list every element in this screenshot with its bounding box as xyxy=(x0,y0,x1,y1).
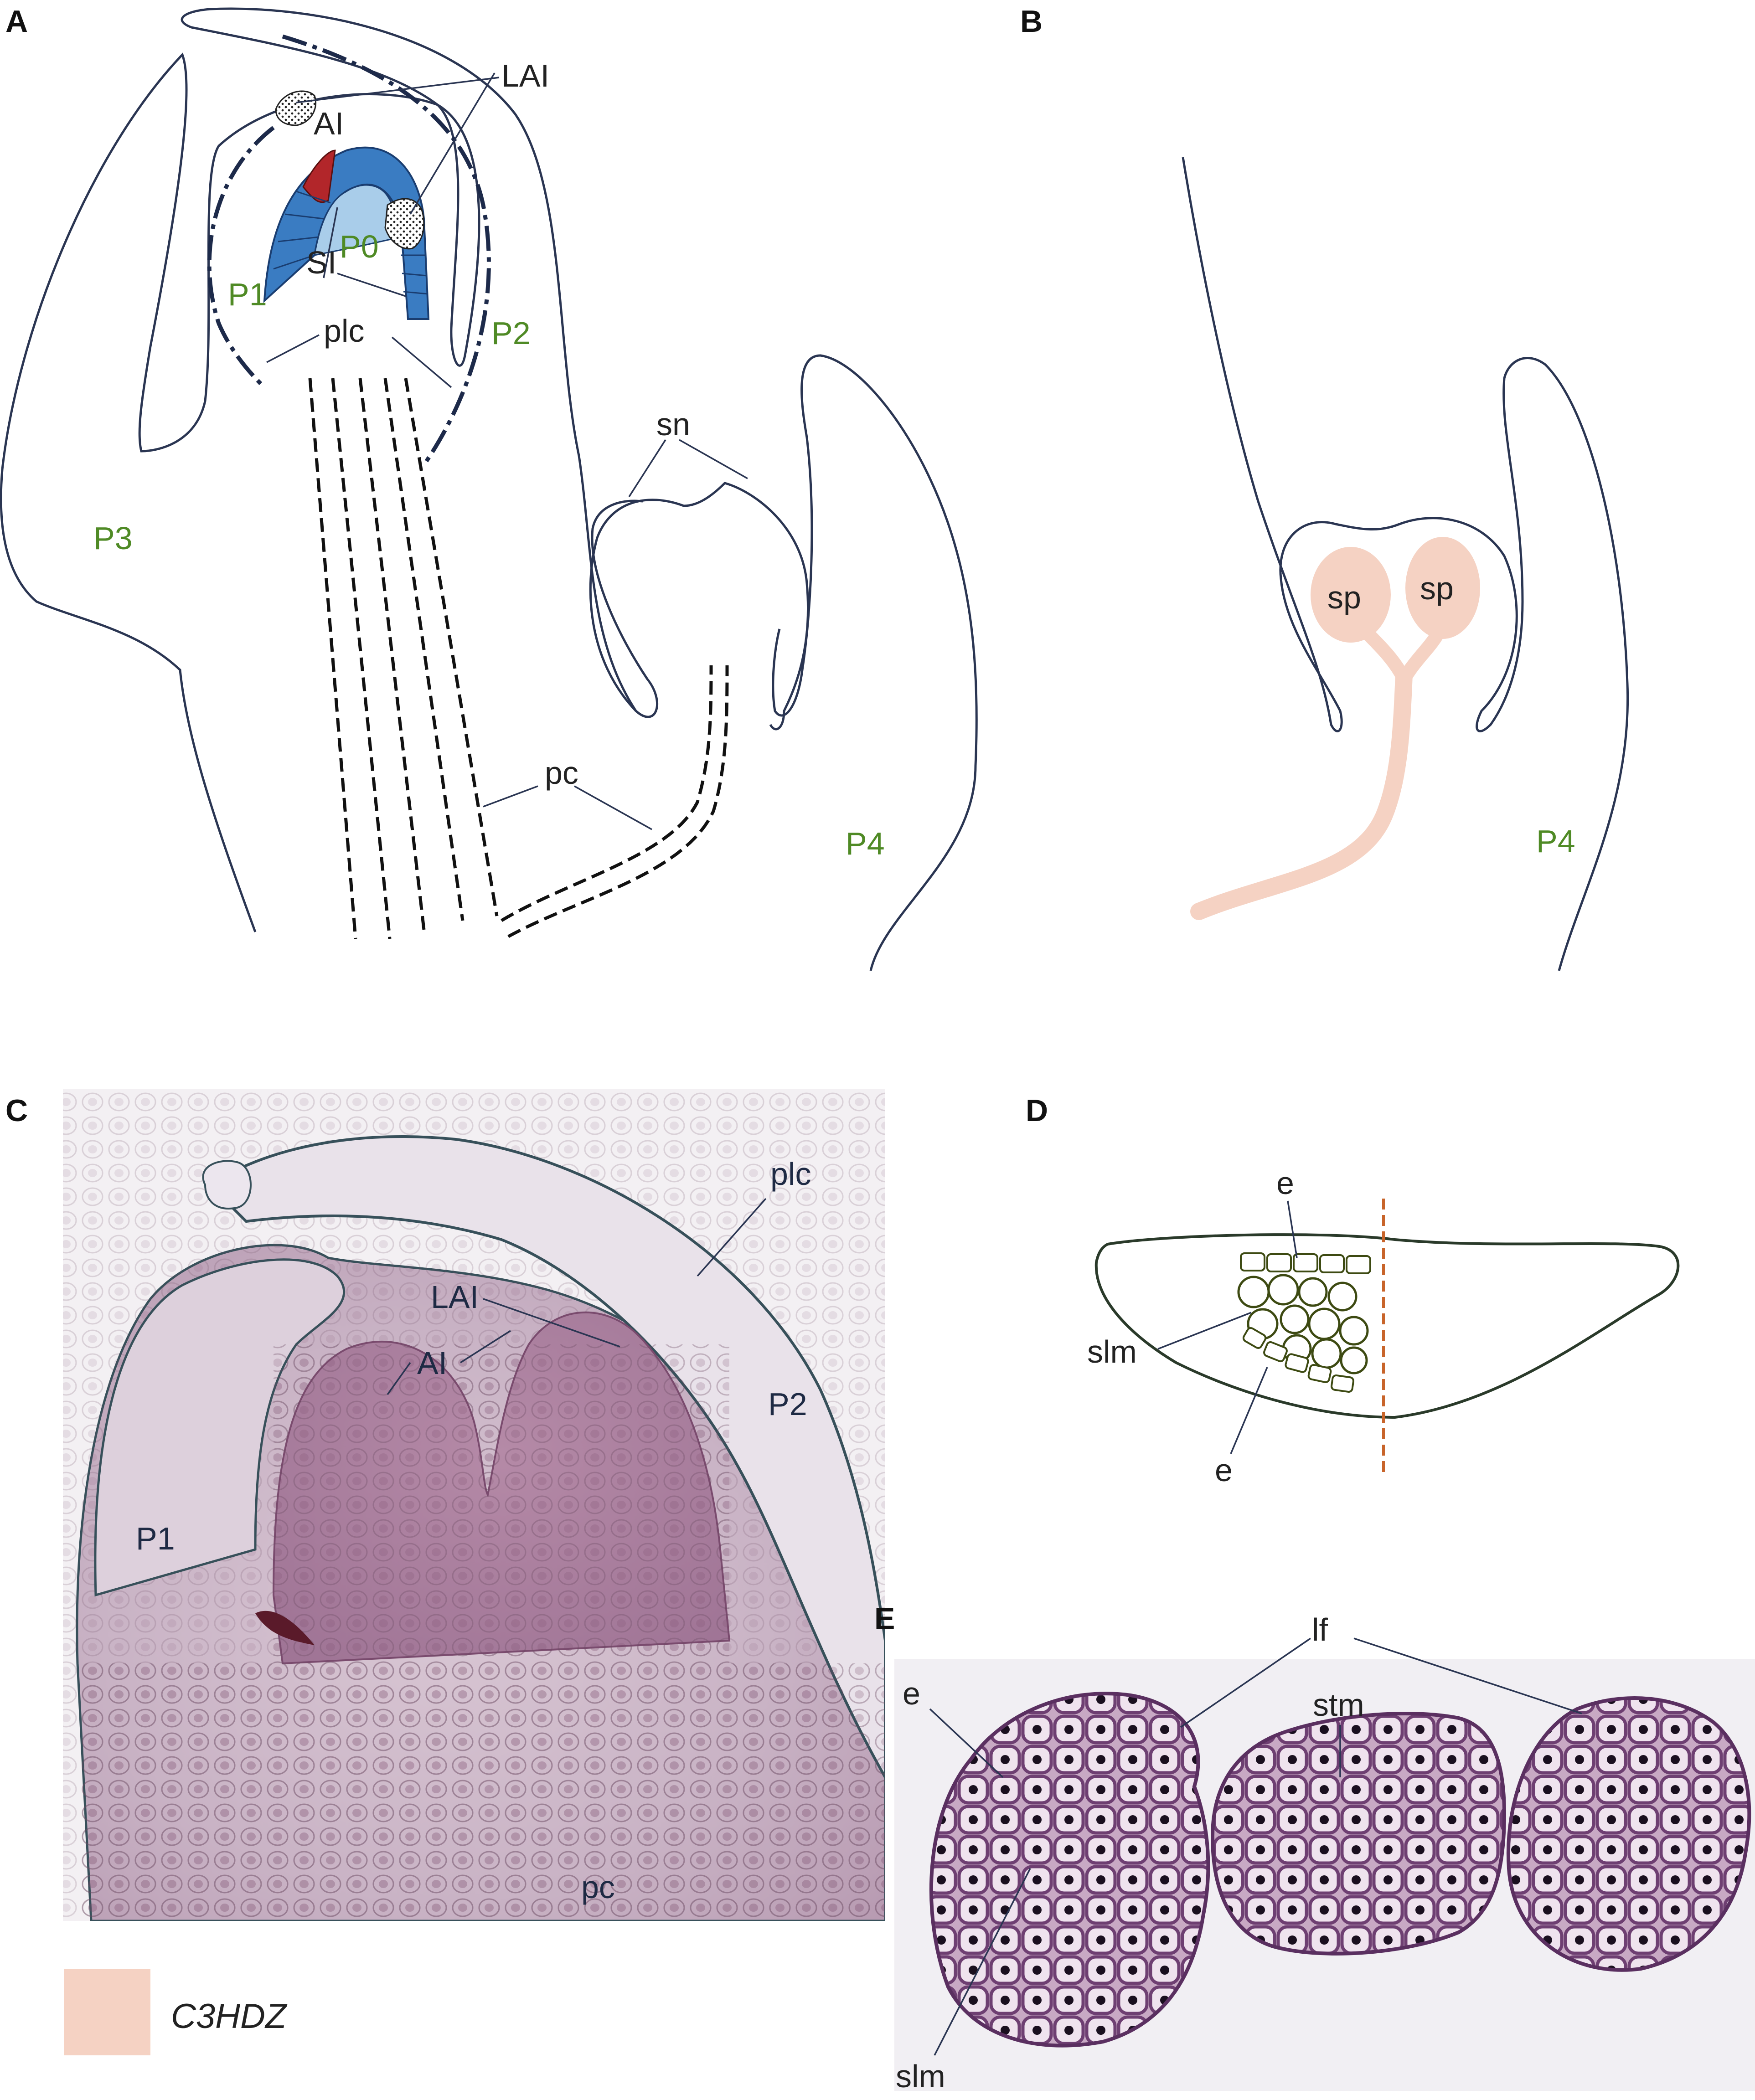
p1-label-a: P1 xyxy=(228,277,267,312)
p3-outline xyxy=(0,7,658,932)
leader-lines-e xyxy=(929,1637,1582,2056)
ai-label-c: AI xyxy=(417,1345,447,1381)
e-label-top-d: e xyxy=(1276,1165,1294,1201)
panel-a: A xyxy=(0,4,978,971)
meristem-primordia xyxy=(263,146,430,320)
p4-label-a: P4 xyxy=(846,826,885,861)
spongy-mesophyll-cells xyxy=(1237,1274,1369,1374)
micrograph-c xyxy=(63,1089,885,1921)
si-label-a: SI xyxy=(306,245,336,280)
pc-label-c: pc xyxy=(581,1869,615,1905)
p4-outline xyxy=(772,354,978,971)
ai-red-region xyxy=(302,149,336,203)
lai-stipple-right xyxy=(384,198,425,250)
panel-a-label: A xyxy=(5,4,28,39)
c3hdz-expression xyxy=(1190,537,1480,920)
slm-label-d: slm xyxy=(1087,1334,1137,1369)
panel-c-label: C xyxy=(5,1093,28,1128)
e-label-bottom-d: e xyxy=(1215,1452,1233,1488)
leaf-cross-section-outline xyxy=(1094,1233,1680,1419)
sp-label-right: sp xyxy=(1420,571,1454,606)
leader-lines-c xyxy=(387,1198,767,1395)
panel-e-label: E xyxy=(874,1601,895,1636)
p1-inner-outline xyxy=(437,103,480,367)
b-outer-outline xyxy=(1182,157,1629,971)
p2-dashdot xyxy=(282,34,491,466)
lf-label-e: lf xyxy=(1312,1612,1328,1647)
legend-swatch xyxy=(64,1969,150,2055)
sp-label-left: sp xyxy=(1327,580,1361,615)
slm-label-e: slm xyxy=(896,2059,945,2094)
panel-d-label: D xyxy=(1026,1093,1048,1128)
panel-d: D e s xyxy=(1026,1093,1680,1488)
lai-stipple-left xyxy=(275,90,317,126)
p0-label-a: P0 xyxy=(340,229,379,264)
lai-label-a: LAI xyxy=(501,58,549,93)
p2-label-a: P2 xyxy=(491,315,531,351)
leader-lines-d xyxy=(1157,1200,1298,1454)
pc-label-a: pc xyxy=(545,755,578,791)
p1-label-c: P1 xyxy=(136,1521,175,1556)
panel-b: B sp sp P4 xyxy=(1020,4,1629,971)
lai-label-c: LAI xyxy=(431,1279,479,1315)
leader-lines-a xyxy=(266,72,748,830)
panel-b-label: B xyxy=(1020,4,1043,39)
sp-right-ellipse xyxy=(1405,537,1480,639)
plc-label-a: plc xyxy=(324,313,364,349)
micrograph-e xyxy=(894,1659,1755,2091)
procambium-strands xyxy=(308,378,729,939)
sp-left-ellipse xyxy=(1311,547,1391,643)
legend: C3HDZ xyxy=(64,1969,288,2055)
panel-e: E lf e stm slm xyxy=(874,1601,1755,2094)
plc-label-c: plc xyxy=(770,1156,811,1192)
epidermis-bottom-cells xyxy=(1242,1327,1354,1393)
ai-label-a: AI xyxy=(314,106,344,141)
shoot-apex-outline xyxy=(589,482,810,731)
panel-c: C plc LAI AI P2 P1 pc xyxy=(5,1089,885,1921)
epidermis-top-cells xyxy=(1240,1252,1371,1274)
sn-label-a: sn xyxy=(656,407,690,442)
p2-label-c: P2 xyxy=(768,1386,807,1422)
p1-dashdot xyxy=(207,126,275,389)
p4-label-b: P4 xyxy=(1536,824,1575,859)
stm-label-e: stm xyxy=(1313,1687,1364,1723)
p3-label-a: P3 xyxy=(93,520,133,556)
e-label-e: e xyxy=(903,1676,920,1711)
legend-label: C3HDZ xyxy=(171,1997,288,2036)
